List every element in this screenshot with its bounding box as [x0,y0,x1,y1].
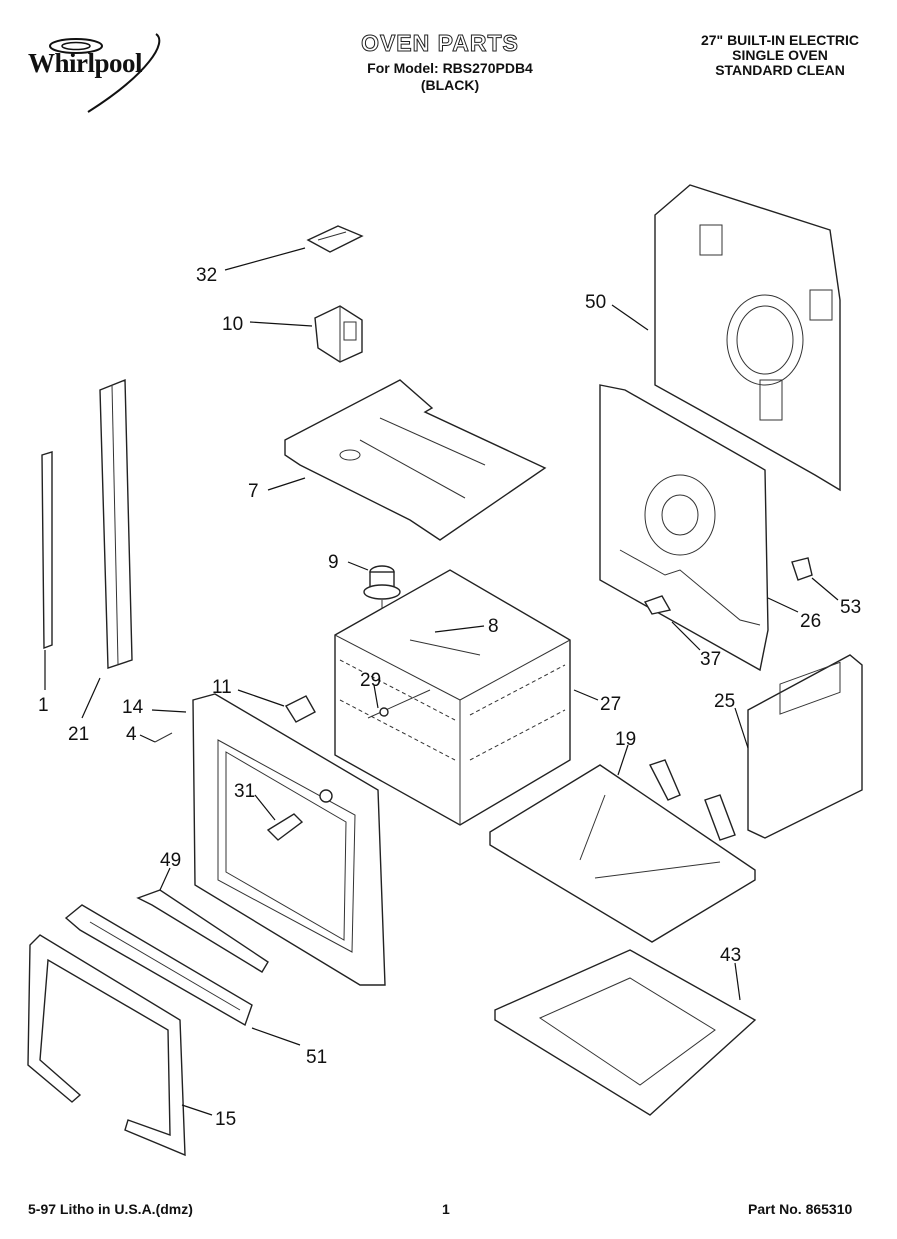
footer-page-number: 1 [442,1201,450,1217]
part-26-oven-back [599,384,769,672]
part-10-bracket [314,305,363,363]
callout-53: 53 [840,597,861,618]
callout-25: 25 [714,691,735,712]
callout-37: 37 [700,649,721,670]
callout-32: 32 [196,265,217,286]
callout-9: 9 [328,552,339,573]
callout-19: 19 [615,729,636,750]
part-37-bracket [643,595,672,615]
footer-part-number: Part No. 865310 [748,1201,853,1217]
part-19-bottom-panel [489,759,756,943]
callout-31: 31 [234,781,255,802]
part-4-screw [154,732,173,743]
part-50-rear-panel [654,184,841,492]
callout-4: 4 [126,724,137,745]
part-29-sensor [367,689,431,719]
part-25-side-panel [747,654,863,839]
part-1-trim [41,451,53,650]
callout-26: 26 [800,611,821,632]
callout-27: 27 [600,694,621,715]
logo-swoosh [49,33,161,113]
product-type-line1: 27" BUILT-IN ELECTRIC [700,32,860,48]
part-14-front-frame [192,693,386,986]
footer-print-info: 5-97 Litho in U.S.A.(dmz) [28,1201,193,1217]
part-15-door-gasket [27,934,186,1157]
part-7-top-panel [284,379,547,541]
callout-43: 43 [720,945,741,966]
part-27-oven-cavity [334,569,571,826]
callout-15: 15 [215,1109,236,1130]
callout-49: 49 [160,850,181,871]
callout-11: 11 [212,677,232,698]
product-type-line2: SINGLE OVEN [732,47,828,63]
callout-21: 21 [68,724,89,745]
whirlpool-logo: Whirlpool [28,33,188,114]
callout-51: 51 [306,1047,327,1068]
brand-name: Whirlpool [28,48,143,78]
callout-10: 10 [222,314,243,335]
part-51-vent-trim [64,904,253,1027]
product-type-line3: STANDARD CLEAN [715,62,845,78]
callout-29: 29 [360,670,381,691]
leader-lines [44,247,839,1116]
callout-14: 14 [122,697,144,718]
page-title: OVEN PARTS [361,30,519,57]
part-49-bracket [136,889,269,973]
part-21-side-trim [99,378,133,669]
part-31-probe-jack [266,789,333,841]
callout-1: 1 [38,695,49,716]
model-color: (BLACK) [420,77,480,93]
callout-7: 7 [248,481,259,502]
callout-8: 8 [488,616,499,637]
part-32-badge [306,225,364,253]
callout-50: 50 [585,292,606,313]
part-11-light-socket [284,695,316,723]
part-9-thermostat [363,565,401,640]
part-53-clip [791,557,813,581]
part-43-tray-frame [494,949,757,1116]
model-number: For Model: RBS270PDB4 [367,60,533,76]
